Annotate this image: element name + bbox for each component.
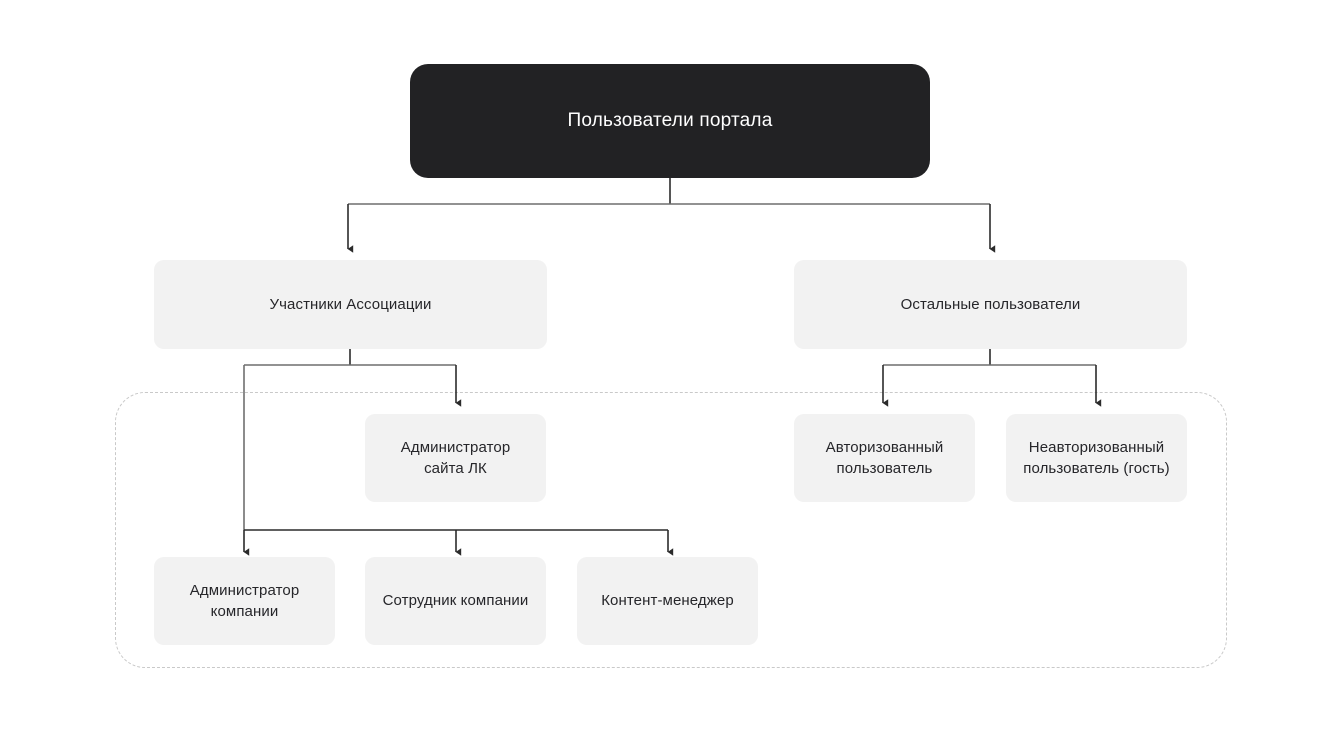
node-guest-user-label: Неавторизованный пользователь (гость) [1023, 438, 1170, 477]
node-authorized-user[interactable]: Авторизованный пользователь [794, 414, 975, 502]
node-others-label: Остальные пользователи [900, 295, 1081, 313]
node-root[interactable]: Пользователи портала [410, 64, 930, 178]
node-members[interactable]: Участники Ассоциации [154, 260, 547, 349]
node-guest-user[interactable]: Неавторизованный пользователь (гость) [1006, 414, 1187, 502]
node-members-label: Участники Ассоциации [269, 295, 432, 313]
node-authorized-user-label: Авторизованный пользователь [825, 438, 944, 477]
node-company-admin-label: Администратор компании [189, 581, 300, 620]
edge-root-to-level1 [347, 178, 996, 253]
edge-members-to-bottom-row [243, 529, 674, 556]
node-others[interactable]: Остальные пользователи [794, 260, 1187, 349]
edge-members-to-children [243, 349, 462, 530]
node-site-admin-label: Администратор сайта ЛК [400, 438, 511, 477]
node-company-admin[interactable]: Администратор компании [154, 557, 335, 645]
node-company-employee[interactable]: Сотрудник компании [365, 557, 546, 645]
node-content-manager[interactable]: Контент-менеджер [577, 557, 758, 645]
node-content-manager-label: Контент-менеджер [601, 592, 734, 610]
node-company-employee-label: Сотрудник компании [382, 592, 529, 610]
node-root-label: Пользователи портала [567, 109, 773, 131]
edge-others-to-children [882, 349, 1102, 407]
node-site-admin[interactable]: Администратор сайта ЛК [365, 414, 546, 502]
